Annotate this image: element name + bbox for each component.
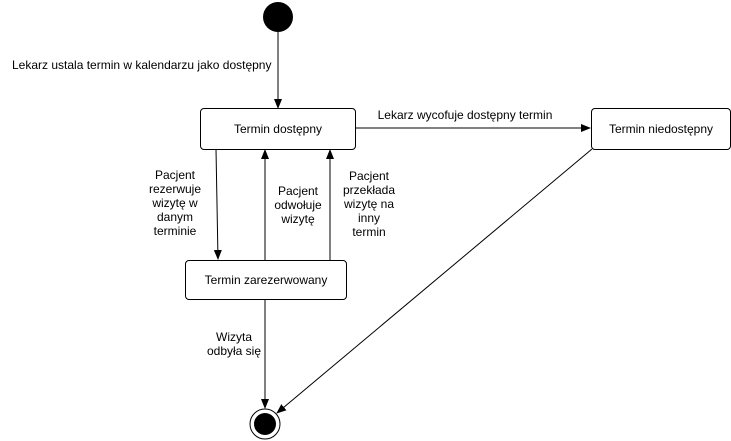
initial-state-node <box>263 2 293 32</box>
label-initial-to-available: Lekarz ustala termin w kalendarzu jako d… <box>12 58 274 72</box>
label-patient-reschedules: Pacjent przekłada wizytę na inny termin <box>338 169 400 239</box>
label-available-to-unavailable: Lekarz wycofuje dostępny termin <box>370 108 560 122</box>
state-available-label: Termin dostępny <box>233 122 323 136</box>
state-reserved[interactable]: Termin zarezerwowany <box>185 260 347 300</box>
state-available[interactable]: Termin dostępny <box>200 108 356 150</box>
arrow-available-to-reserved <box>213 148 222 260</box>
state-unavailable[interactable]: Termin niedostępny <box>591 108 731 150</box>
arrow-unavailable-to-final <box>276 148 593 414</box>
label-patient-reserves: Pacjent rezerwuje wizytę w danym termini… <box>138 168 212 238</box>
final-state-node <box>254 413 276 435</box>
state-unavailable-label: Termin niedostępny <box>608 122 714 136</box>
label-visit-done: Wizyta odbyła się <box>205 330 263 358</box>
label-patient-cancels: Pacjent odwołuje wizytę <box>268 184 328 226</box>
state-reserved-label: Termin zarezerwowany <box>204 273 328 287</box>
